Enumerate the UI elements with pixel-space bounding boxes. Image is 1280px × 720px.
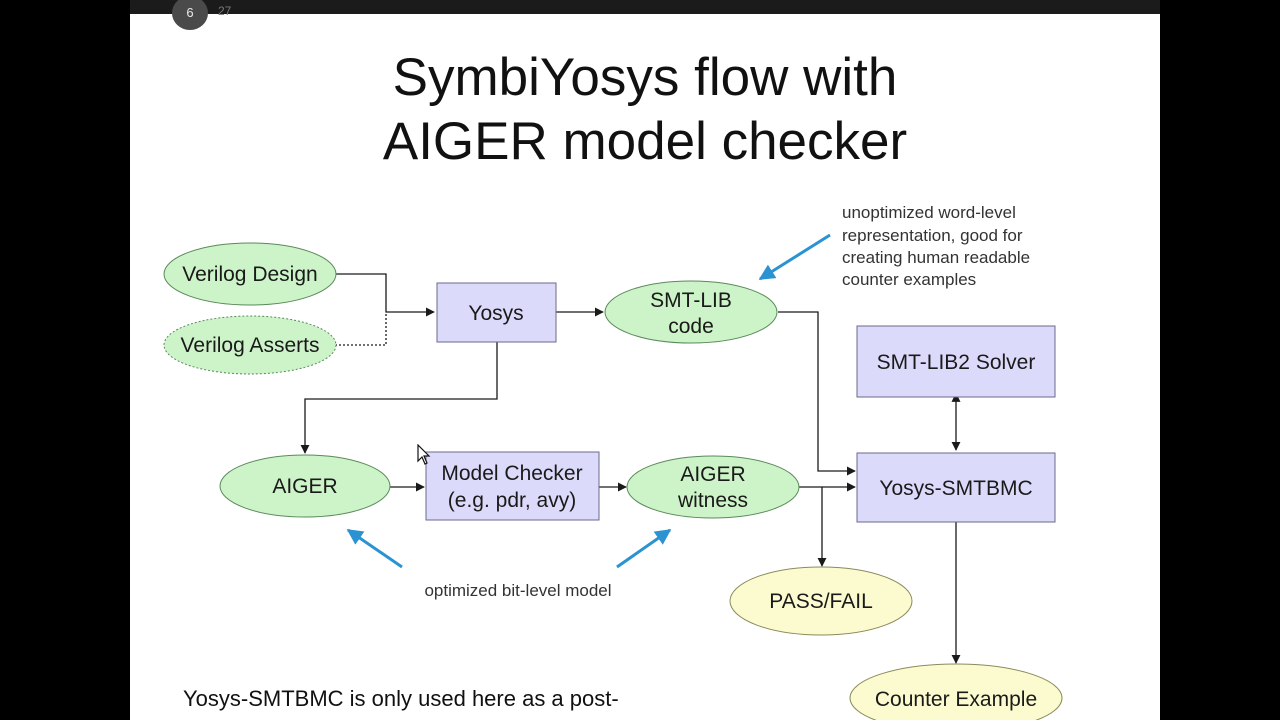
footer-note-line1: Yosys-SMTBMC is only used here as a post… xyxy=(183,686,619,711)
node-yosys-label: Yosys xyxy=(468,302,523,325)
node-aiger-witness[interactable]: AIGER witness xyxy=(626,455,800,519)
mouse-cursor-icon xyxy=(417,444,431,465)
edge-design-to-yosys xyxy=(335,273,435,317)
node-counter-example[interactable]: Counter Example xyxy=(849,663,1063,720)
node-pass-fail-label: PASS/FAIL xyxy=(769,590,873,613)
node-model-checker-label-line2: (e.g. pdr, avy) xyxy=(448,489,576,512)
annotation-arrow-aiger xyxy=(346,528,403,569)
node-smtlib-label-line2: code xyxy=(668,315,714,338)
annotation-bit-level: optimized bit-level model xyxy=(424,581,611,600)
node-counter-example-label: Counter Example xyxy=(875,688,1037,711)
annotation-arrow-witness xyxy=(616,528,672,569)
node-verilog-asserts[interactable]: Verilog Asserts xyxy=(163,315,337,375)
node-yosys-smtbmc-label: Yosys-SMTBMC xyxy=(879,477,1032,500)
connectors xyxy=(300,273,961,664)
edge-asserts-to-yosys xyxy=(335,312,387,346)
node-aiger[interactable]: AIGER xyxy=(219,454,391,518)
slide-title-line-1: SymbiYosys flow with xyxy=(392,48,898,107)
node-aiger-label: AIGER xyxy=(272,475,337,498)
annotation-word-level-line2: representation, good for xyxy=(842,226,1023,245)
node-verilog-design[interactable]: Verilog Design xyxy=(163,242,337,306)
node-yosys-smtbmc[interactable]: Yosys-SMTBMC xyxy=(856,452,1056,523)
node-aiger-witness-label-line2: witness xyxy=(677,489,748,512)
viewer-top-bar xyxy=(130,0,1160,14)
node-verilog-design-label: Verilog Design xyxy=(182,263,317,286)
annotation-arrow-smtlib xyxy=(758,233,831,281)
node-model-checker-label-line1: Model Checker xyxy=(441,462,582,485)
node-verilog-asserts-label: Verilog Asserts xyxy=(181,334,320,357)
node-pass-fail[interactable]: PASS/FAIL xyxy=(729,566,913,636)
edge-yosys-to-aiger xyxy=(300,342,498,454)
page-number-badge[interactable]: 6 xyxy=(172,0,208,30)
slide-title: SymbiYosys flow with AIGER model checker xyxy=(130,46,1160,174)
annotation-word-level-line4: counter examples xyxy=(842,270,976,289)
annotation-word-level-line3: creating human readable xyxy=(842,248,1030,267)
node-aiger-witness-label-line1: AIGER xyxy=(680,463,745,486)
footer-note: Yosys-SMTBMC is only used here as a post… xyxy=(183,686,883,712)
annotation-word-level: unoptimized word-level representation, g… xyxy=(842,203,1030,289)
node-smtlib2-solver-label: SMT-LIB2 Solver xyxy=(877,351,1036,374)
edge-smtlib-to-smtbmc xyxy=(778,311,856,476)
node-smtlib2-solver[interactable]: SMT-LIB2 Solver xyxy=(856,325,1056,398)
node-model-checker[interactable]: Model Checker (e.g. pdr, avy) xyxy=(425,451,600,521)
annotation-arrows xyxy=(346,233,831,569)
node-smtlib-code[interactable]: SMT-LIB code xyxy=(604,280,778,344)
annotation-word-level-line1: unoptimized word-level xyxy=(842,203,1016,222)
slide-title-line-2: AIGER model checker xyxy=(382,112,908,171)
node-yosys[interactable]: Yosys xyxy=(436,282,557,343)
node-smtlib-label-line1: SMT-LIB xyxy=(650,289,732,312)
page-total: 27 xyxy=(218,4,232,18)
